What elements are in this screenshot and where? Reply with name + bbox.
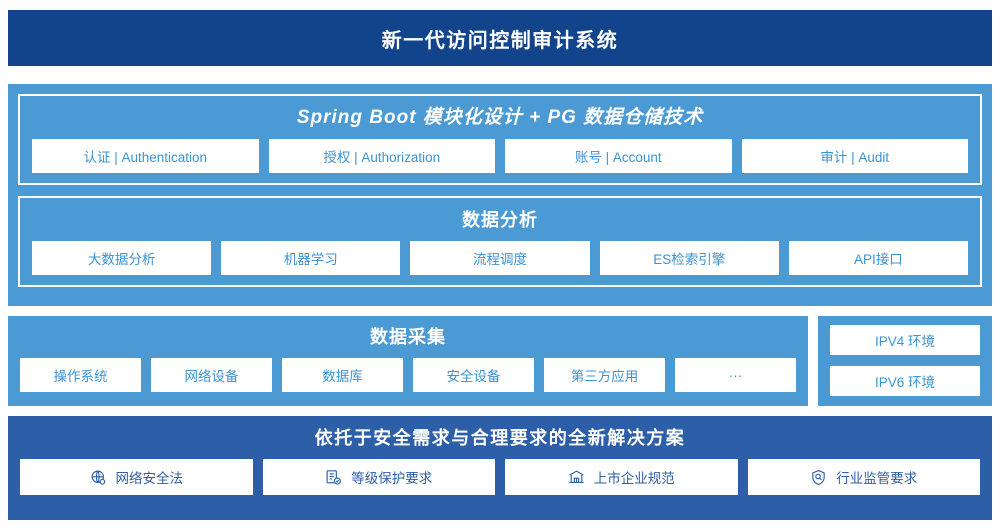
platform-module-authorization[interactable]: 授权 | Authorization [268, 139, 495, 173]
collection-title: 数据采集 [370, 327, 446, 347]
platform-subpanel: Spring Boot 模块化设计 + PG 数据仓储技术 认证 | Authe… [18, 94, 982, 185]
page-header: 新一代访问控制审计系统 [8, 10, 992, 66]
compliance-title: 依托于安全需求与合理要求的全新解决方案 [314, 428, 686, 448]
collection-source-security-device[interactable]: 安全设备 [413, 358, 534, 392]
analysis-module-es-search[interactable]: ES检索引擎 [599, 241, 779, 275]
analysis-module-api[interactable]: API接口 [788, 241, 969, 275]
collection-source-third-party-app[interactable]: 第三方应用 [544, 358, 665, 392]
collection-source-network-device[interactable]: 网络设备 [151, 358, 272, 392]
shield-search-icon [810, 469, 827, 486]
analysis-module-process-scheduling[interactable]: 流程调度 [410, 241, 590, 275]
compliance-item-industry-regulation[interactable]: 行业监管要求 [747, 459, 980, 495]
bank-icon [568, 469, 585, 486]
collection-source-os[interactable]: 操作系统 [20, 358, 141, 392]
environment-ipv6[interactable]: IPV6 环境 [830, 366, 980, 396]
platform-module-audit[interactable]: 审计 | Audit [741, 139, 968, 173]
compliance-inner: 依托于安全需求与合理要求的全新解决方案 网络安全法 [8, 416, 992, 507]
compliance-item-label: 网络安全法 [115, 471, 184, 486]
compliance-item-listed-company-standard[interactable]: 上市企业规范 [505, 459, 738, 495]
compliance-item-mlps-requirement[interactable]: 等级保护要求 [262, 459, 495, 495]
analysis-module-machine-learning[interactable]: 机器学习 [221, 241, 401, 275]
platform-module-account[interactable]: 账号 | Account [505, 139, 732, 173]
analysis-module-bigdata[interactable]: 大数据分析 [32, 241, 212, 275]
compliance-item-label: 行业监管要求 [836, 471, 918, 486]
platform-title: Spring Boot 模块化设计 + PG 数据仓储技术 [296, 107, 704, 128]
analysis-subpanel: 数据分析 大数据分析 机器学习 流程调度 ES检索引擎 API接口 [18, 196, 982, 287]
platform-stack-panel: Spring Boot 模块化设计 + PG 数据仓储技术 认证 | Authe… [8, 84, 992, 306]
collection-panel: 数据采集 操作系统 网络设备 数据库 安全设备 第三方应用 ··· [8, 316, 808, 406]
document-check-icon [325, 469, 342, 486]
environment-ipv4[interactable]: IPV4 环境 [830, 325, 980, 355]
compliance-item-label: 上市企业规范 [593, 471, 675, 486]
compliance-item-cybersecurity-law[interactable]: 网络安全法 [20, 459, 253, 495]
platform-module-row: 认证 | Authentication 授权 | Authorization 账… [32, 139, 968, 173]
compliance-item-label: 等级保护要求 [351, 471, 433, 486]
globe-icon [90, 469, 107, 486]
collection-source-database[interactable]: 数据库 [282, 358, 403, 392]
environment-panel: IPV4 环境 IPV6 环境 [818, 316, 992, 406]
collection-inner: 数据采集 操作系统 网络设备 数据库 安全设备 第三方应用 ··· [8, 316, 808, 404]
platform-module-authentication[interactable]: 认证 | Authentication [32, 139, 259, 173]
compliance-panel: 依托于安全需求与合理要求的全新解决方案 网络安全法 [8, 416, 992, 520]
collection-module-row: 操作系统 网络设备 数据库 安全设备 第三方应用 ··· [20, 358, 796, 392]
compliance-row: 网络安全法 等级保护要求 [20, 459, 980, 495]
collection-source-more[interactable]: ··· [675, 358, 796, 392]
analysis-title: 数据分析 [462, 210, 538, 230]
page-title: 新一代访问控制审计系统 [381, 29, 619, 52]
analysis-module-row: 大数据分析 机器学习 流程调度 ES检索引擎 API接口 [32, 241, 969, 275]
